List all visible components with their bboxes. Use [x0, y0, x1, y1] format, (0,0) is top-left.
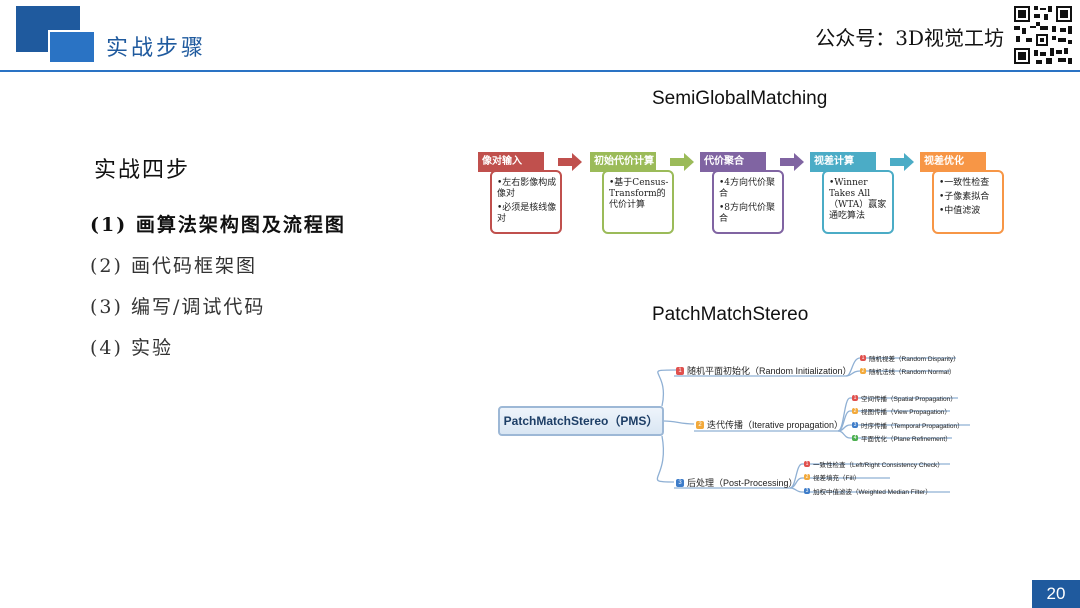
pms-leaf: 1 空间传播（Spatial Propagation） [852, 393, 957, 403]
pms-leaf: 1 一致性检查（Left/Right Consistency Check） [804, 459, 944, 469]
steps-list: (1) 画算法架构图及流程图 (2) 画代码框架图 (3) 编写/调试代码 (4… [90, 210, 346, 374]
step-item: (3) 编写/调试代码 [90, 296, 266, 318]
priority-badge: 1 [676, 366, 684, 375]
pms-leaf: 3 加权中值滤波（Weighted Median Filter） [804, 486, 932, 496]
slide-title: 实战步骤 [106, 36, 207, 61]
step-item: (1) 画算法架构图及流程图 [90, 214, 346, 236]
leaf-label: 时序传播（Temporal Propagation） [861, 423, 964, 430]
pms-branch: 2 迭代传播（Iterative propagation） [696, 418, 843, 431]
priority-badge: 1 [804, 461, 810, 467]
sgm-stage-box: •基于Census-Transform的代价计算 [602, 170, 674, 234]
pms-title: PatchMatchStereo [652, 304, 809, 325]
priority-badge: 2 [852, 408, 858, 414]
sgm-bullet: •8方向代价聚合 [719, 203, 776, 224]
page-number: 20 [1032, 580, 1080, 608]
pms-root-node: PatchMatchStereo（PMS） [498, 406, 664, 436]
priority-badge: 2 [696, 420, 704, 429]
pms-connectors [656, 357, 970, 493]
pms-leaf: 1 随机视差（Random Disparity） [860, 353, 960, 363]
sgm-stage-header: 初始代价计算 [590, 152, 656, 172]
qr-code-icon [1012, 4, 1074, 66]
leaf-label: 视图传播（View Propagation） [861, 409, 951, 416]
sgm-stage-box: •4方向代价聚合 •8方向代价聚合 [712, 170, 784, 234]
leaf-label: 一致性检查（Left/Right Consistency Check） [813, 462, 944, 469]
step-item: (2) 画代码框架图 [90, 255, 257, 277]
priority-badge: 3 [676, 478, 684, 487]
priority-badge: 1 [852, 395, 858, 401]
pms-leaf: 3 时序传播（Temporal Propagation） [852, 420, 964, 430]
leaf-label: 视差填充（Fill） [813, 475, 861, 482]
pms-leaf: 4 平面优化（Plane Refinement） [852, 433, 952, 443]
brand-label: 公众号：3D视觉工坊 [815, 26, 1004, 50]
sgm-stage-header: 像对输入 [478, 152, 544, 172]
branch-label: 随机平面初始化（Random Initialization） [687, 366, 852, 376]
sgm-stage-header: 代价聚合 [700, 152, 766, 172]
priority-badge: 3 [852, 422, 858, 428]
sgm-stage-header: 视差计算 [810, 152, 876, 172]
sgm-bullet: •Winner Takes All（WTA）赢家通吃算法 [829, 178, 887, 221]
priority-badge: 2 [860, 368, 866, 374]
pms-leaf: 2 视图传播（View Propagation） [852, 406, 951, 416]
arrow-right-icon [558, 153, 582, 171]
leaf-label: 平面优化（Plane Refinement） [861, 436, 952, 443]
step-item: (4) 实验 [90, 337, 173, 359]
steps-heading: 实战四步 [94, 158, 191, 183]
sgm-stage-header: 视差优化 [920, 152, 986, 172]
sgm-title: SemiGlobalMatching [652, 88, 828, 109]
sgm-bullet: •中值滤波 [939, 206, 981, 216]
sgm-stage-box: •Winner Takes All（WTA）赢家通吃算法 [822, 170, 894, 234]
pms-branch: 1 随机平面初始化（Random Initialization） [676, 364, 852, 377]
leaf-label: 空间传播（Spatial Propagation） [861, 396, 957, 403]
pms-leaf: 2 视差填充（Fill） [804, 472, 860, 482]
sgm-stage-box: •左右影像构成像对 •必须是核线像对 [490, 170, 562, 234]
priority-badge: 1 [860, 355, 866, 361]
arrow-right-icon [890, 153, 914, 171]
sgm-bullet: •4方向代价聚合 [719, 178, 776, 199]
leaf-label: 随机视差（Random Disparity） [869, 356, 960, 363]
arrow-right-icon [670, 153, 694, 171]
branch-label: 迭代传播（Iterative propagation） [707, 420, 844, 430]
arrow-right-icon [780, 153, 804, 171]
priority-badge: 4 [852, 435, 858, 441]
sgm-bullet: •一致性检查 [939, 178, 990, 188]
sgm-bullet: •子像素拟合 [939, 192, 990, 202]
header-decoration-square-front [48, 30, 96, 64]
leaf-label: 随机法线（Random Normal） [869, 369, 956, 376]
sgm-bullet: •必须是核线像对 [497, 203, 557, 224]
leaf-label: 加权中值滤波（Weighted Median Filter） [813, 489, 932, 496]
branch-label: 后处理（Post-Processing） [687, 478, 798, 488]
pms-leaf: 2 随机法线（Random Normal） [860, 366, 955, 376]
sgm-stage-box: •一致性检查 •子像素拟合 •中值滤波 [932, 170, 1004, 234]
header-divider [0, 70, 1080, 72]
priority-badge: 2 [804, 474, 810, 480]
sgm-bullet: •基于Census-Transform的代价计算 [609, 178, 669, 210]
pms-branch: 3 后处理（Post-Processing） [676, 476, 798, 489]
priority-badge: 3 [804, 488, 810, 494]
sgm-bullet: •左右影像构成像对 [497, 178, 557, 199]
